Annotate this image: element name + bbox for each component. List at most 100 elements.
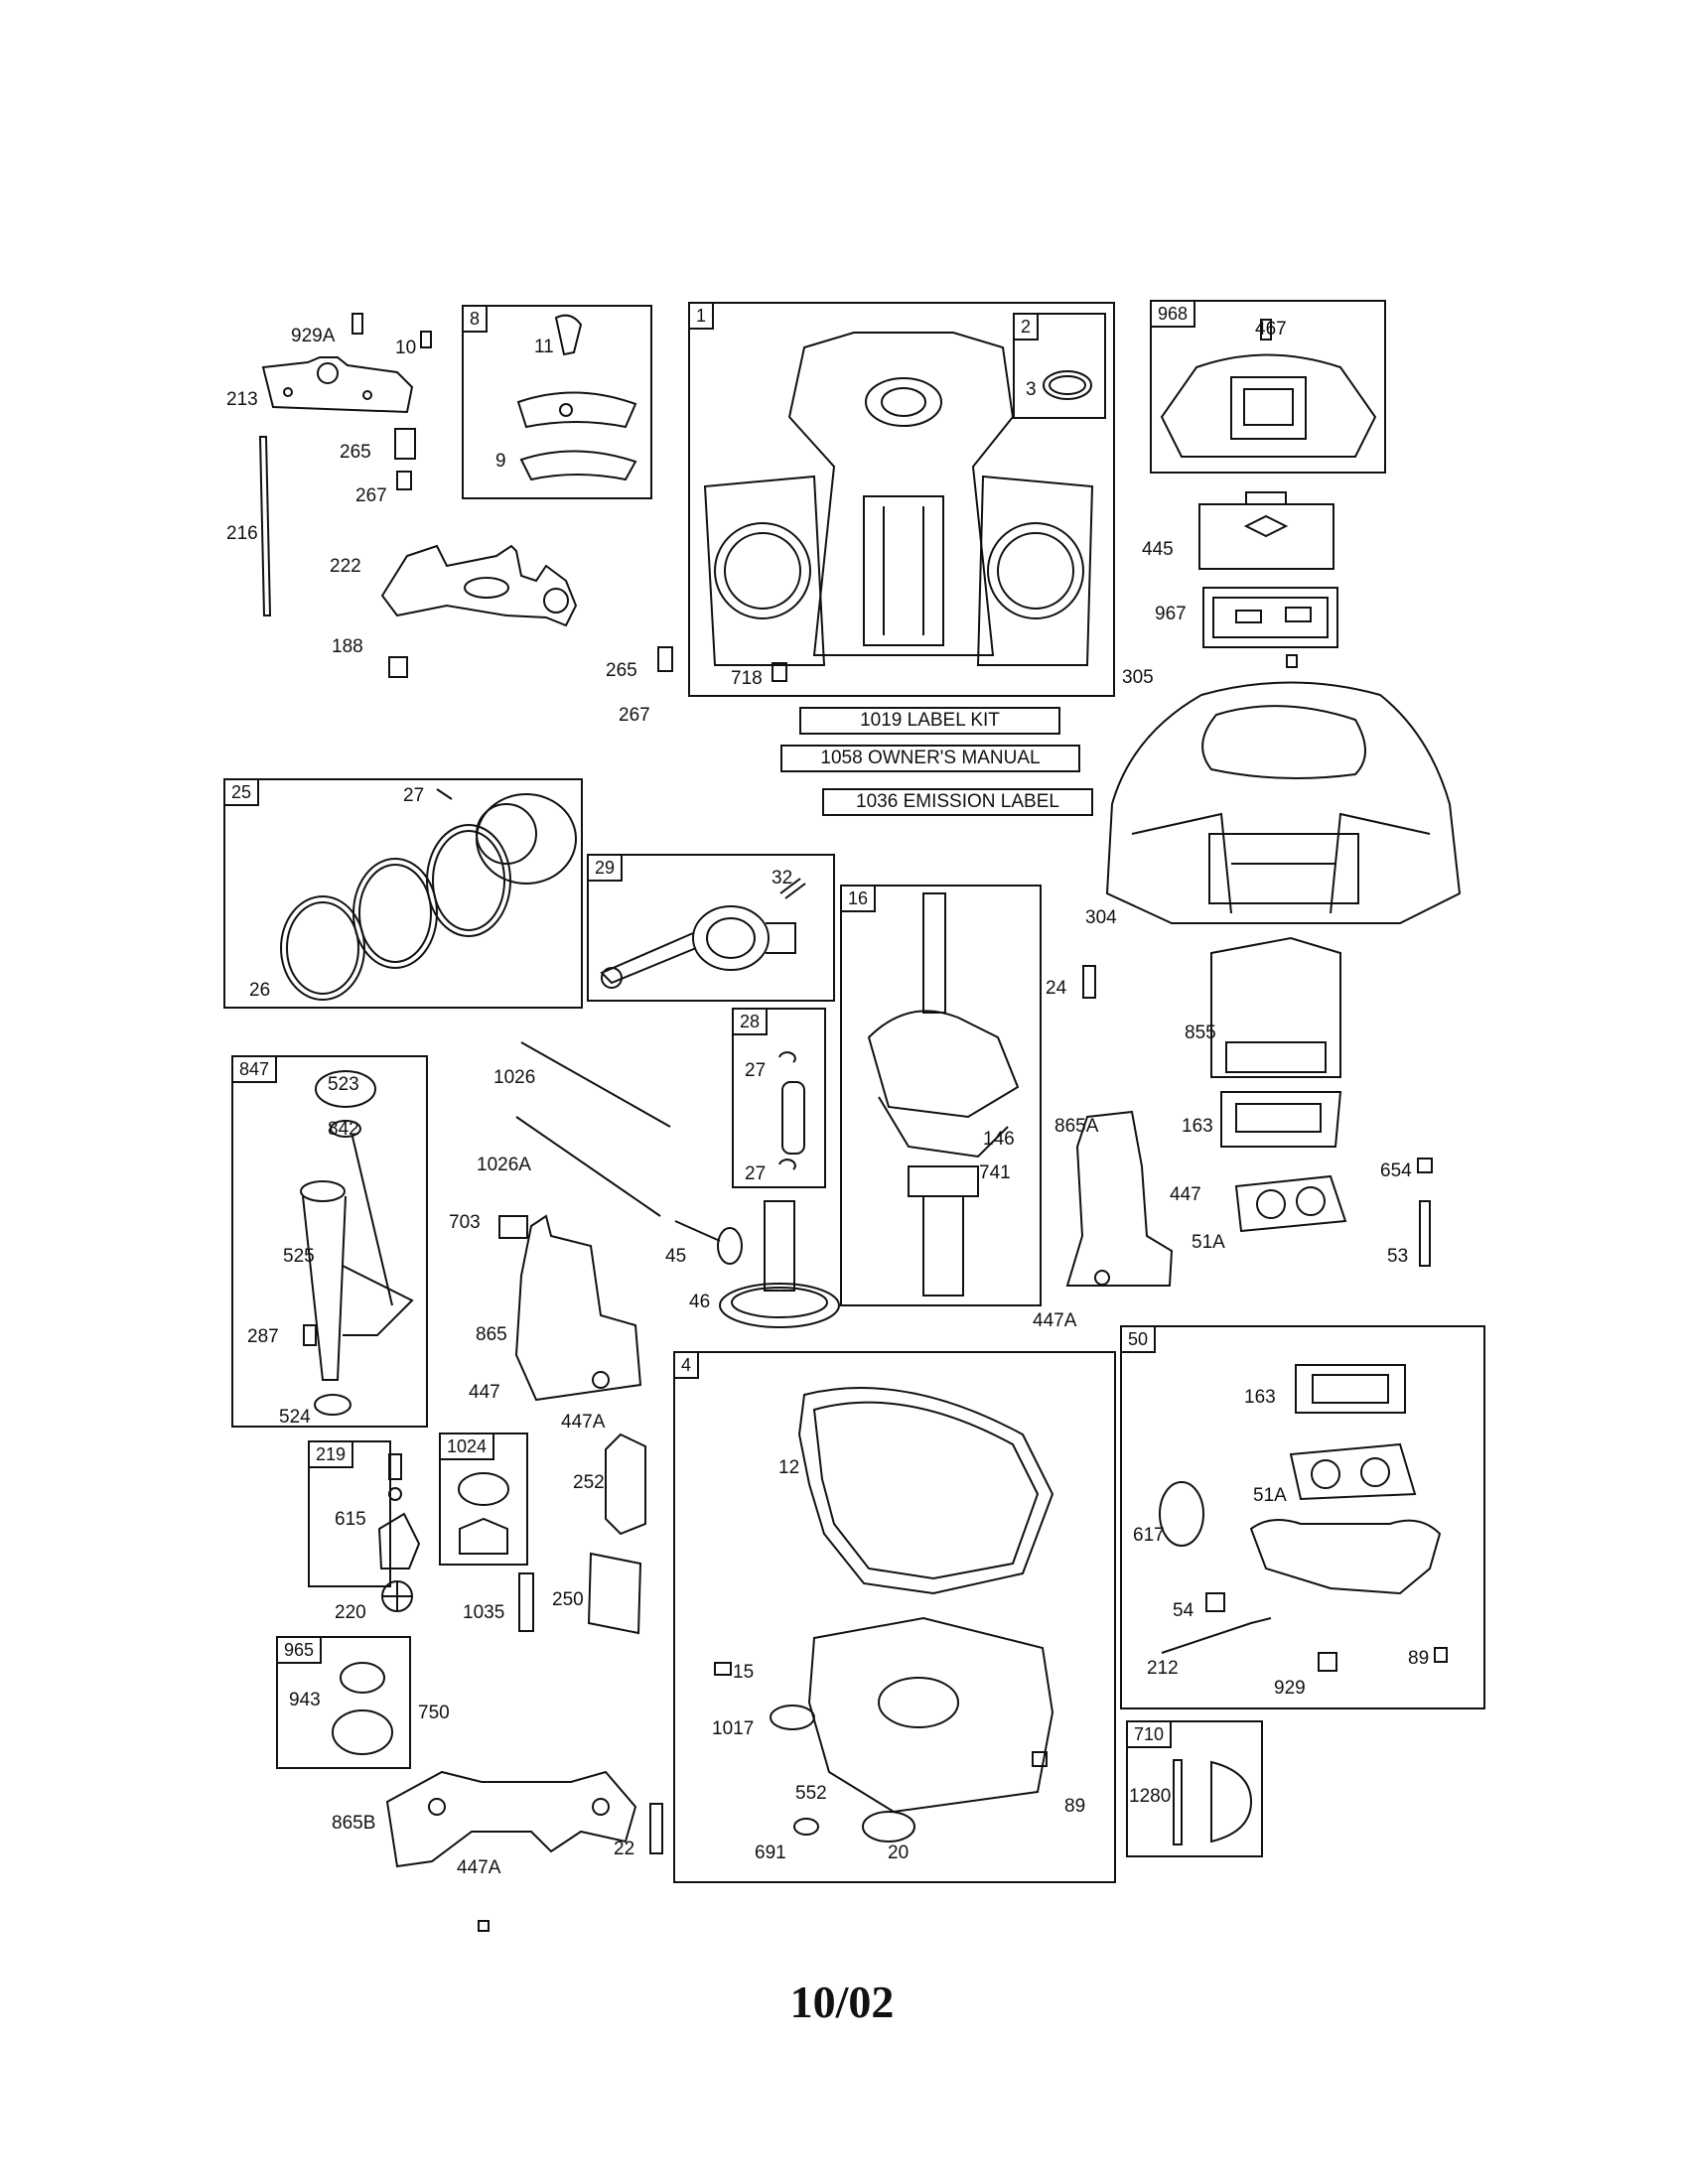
emission-label-box: 1036 EMISSION LABEL [822, 788, 1093, 816]
callout-32: 32 [772, 868, 793, 888]
callout-15: 15 [733, 1662, 755, 1683]
o-ring-art [1038, 365, 1097, 405]
callout-929A: 929A [291, 326, 336, 346]
callout-265: 265 [340, 442, 371, 463]
box-847: 847 [231, 1055, 428, 1428]
cylinder-baffle-right-art [1062, 1107, 1177, 1291]
callout-447: 447 [1170, 1184, 1201, 1205]
box-965: 965 [276, 1636, 411, 1769]
callout-1280: 1280 [1129, 1786, 1172, 1807]
callout-1026: 1026 [493, 1067, 536, 1088]
screw-22-art [645, 1799, 670, 1860]
box-968: 968 [1150, 300, 1386, 474]
piston-rings-art [258, 779, 581, 1003]
breather-tube-art [506, 313, 645, 496]
callout-855: 855 [1185, 1023, 1216, 1043]
box-tag: 50 [1122, 1327, 1157, 1353]
seal-plate-art [318, 1653, 412, 1762]
callout-552: 552 [795, 1783, 827, 1804]
box-2: 2 [1013, 313, 1106, 419]
callout-163: 163 [1182, 1116, 1213, 1137]
callout-45: 45 [665, 1246, 687, 1267]
callout-51A: 51A [1192, 1232, 1225, 1253]
box-tag: 1024 [441, 1434, 495, 1460]
callout-718: 718 [731, 668, 763, 689]
blower-housing-art [1092, 675, 1470, 933]
box-tag: 16 [842, 887, 877, 912]
callout-447: 447 [469, 1382, 500, 1403]
callout-22: 22 [614, 1839, 635, 1859]
callout-525: 525 [283, 1246, 315, 1267]
box-29: 29 [587, 854, 835, 1002]
callout-10: 10 [395, 338, 417, 358]
callout-188: 188 [332, 636, 363, 657]
callout-304: 304 [1085, 907, 1117, 928]
callout-27: 27 [403, 785, 425, 806]
box-16: 16 [840, 885, 1042, 1306]
box-28: 28 [732, 1008, 826, 1188]
box-tag: 8 [464, 307, 489, 333]
callout-524: 524 [279, 1407, 311, 1428]
callout-89: 89 [1064, 1796, 1086, 1817]
callout-447A: 447A [1033, 1310, 1077, 1331]
governor-gear-art [369, 1449, 439, 1588]
callout-222: 222 [330, 556, 361, 577]
callout-267: 267 [619, 705, 650, 726]
governor-bracket-art [248, 308, 685, 695]
box-4: 4 [673, 1351, 1116, 1883]
misc-small-parts-art [511, 1425, 650, 1648]
callout-750: 750 [418, 1703, 450, 1723]
callout-12: 12 [778, 1457, 800, 1478]
dipstick-tube-art [268, 1067, 417, 1425]
stud-bolt-art [1410, 1157, 1440, 1276]
oil-pump-art [442, 1464, 521, 1564]
callout-265: 265 [606, 660, 637, 681]
oil-sump-art [695, 1375, 1102, 1866]
callout-654: 654 [1380, 1160, 1412, 1181]
callout-20: 20 [888, 1843, 910, 1863]
callout-703: 703 [449, 1212, 481, 1233]
callout-287: 287 [247, 1326, 279, 1347]
box-1024: 1024 [439, 1433, 528, 1566]
callout-1017: 1017 [712, 1718, 755, 1739]
box-tag: 847 [233, 1057, 278, 1083]
callout-54: 54 [1173, 1600, 1194, 1621]
callout-691: 691 [755, 1843, 786, 1863]
air-filter-art [1192, 486, 1390, 675]
callout-615: 615 [335, 1509, 366, 1530]
dowel-pin-art [1080, 963, 1100, 1003]
callout-27: 27 [745, 1163, 767, 1184]
callout-27: 27 [745, 1060, 767, 1081]
push-rods-art [511, 1037, 680, 1226]
callout-865B: 865B [332, 1813, 376, 1834]
callout-865A: 865A [1054, 1116, 1099, 1137]
box-tag: 28 [734, 1010, 769, 1035]
callout-250: 250 [552, 1589, 584, 1610]
box-219: 219 [308, 1440, 391, 1587]
box-710: 710 [1126, 1720, 1263, 1857]
label-kit-box: 1019 LABEL KIT [799, 707, 1060, 735]
callout-213: 213 [226, 389, 258, 410]
callout-3: 3 [1026, 379, 1037, 400]
callout-445: 445 [1142, 539, 1174, 560]
air-cleaner-base-art [1192, 933, 1410, 1271]
box-1: 1 [688, 302, 1115, 697]
callout-220: 220 [335, 1602, 366, 1623]
revision-date: 10/02 [789, 1977, 895, 2027]
box-tag: 29 [589, 856, 624, 882]
cylinder-baffle-lower-art [382, 1752, 645, 1871]
callout-617: 617 [1133, 1525, 1165, 1546]
callout-24: 24 [1046, 978, 1067, 999]
callout-51A: 51A [1253, 1485, 1287, 1506]
callout-26: 26 [249, 980, 271, 1001]
callout-865: 865 [476, 1324, 507, 1345]
camshaft-art [670, 1191, 839, 1335]
box-tag: 965 [278, 1638, 323, 1664]
gear-shield-art [372, 1576, 422, 1616]
box-tag: 2 [1015, 315, 1040, 341]
callout-146: 146 [983, 1129, 1015, 1150]
cylinder-block-art [695, 328, 1102, 695]
callout-9: 9 [495, 451, 506, 472]
cylinder-baffle-left-art [491, 1206, 645, 1405]
box-tag: 968 [1152, 302, 1196, 328]
